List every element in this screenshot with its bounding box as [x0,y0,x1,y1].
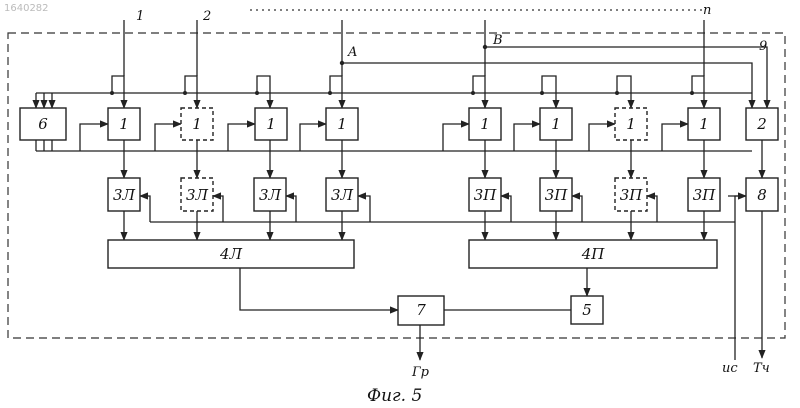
input-lines [124,20,704,76]
block-4p-label: 4П [581,245,606,263]
input-label-2: 2 [202,9,211,24]
reg-l2-label: 3Л [186,186,209,204]
block-5-label: 5 [582,301,592,319]
register-to-sum-links [124,211,704,240]
block-6-label: 6 [38,115,48,133]
frame-ref-label: 9 [759,39,767,54]
input-feeds [110,76,704,108]
reg-r2-label: 3П [545,186,569,204]
reg-l4-label: 3Л [331,186,354,204]
block-7-label: 7 [416,301,426,319]
reg-r1-label: 3П [474,186,498,204]
output-label-tch: Тч [753,361,770,376]
block-8-label: 8 [757,186,767,204]
cascade-links [80,124,688,151]
unit-l4-label: 1 [337,115,347,133]
unit-l1-label: 1 [119,115,129,133]
input-label-1: 1 [136,9,144,24]
reg-r4-label: 3П [693,186,717,204]
document-number: 1640282 [4,3,49,14]
bus-label-b: B [492,33,503,48]
lower-bus [36,140,752,151]
reg-r3-label: 3П [620,186,644,204]
unit-r4-label: 1 [699,115,709,133]
unit-r1-label: 1 [480,115,490,133]
output-label-gr: Гр [411,365,430,380]
block-4l-label: 4Л [219,245,243,263]
unit-l3-label: 1 [266,115,276,133]
top-bus [36,93,752,108]
bus-label-a: A [347,45,357,60]
unit-r2-label: 1 [551,115,561,133]
input-label-n: n [703,3,711,18]
figure-caption: Фиг. 5 [367,386,422,406]
block-2-label: 2 [756,115,767,133]
register-bus [140,196,746,222]
reg-l3-label: 3Л [259,186,282,204]
unit-l2-label: 1 [192,115,202,133]
output-label-us: ис [722,361,738,376]
unit-r3-label: 1 [626,115,636,133]
reg-l1-label: 3Л [113,186,136,204]
